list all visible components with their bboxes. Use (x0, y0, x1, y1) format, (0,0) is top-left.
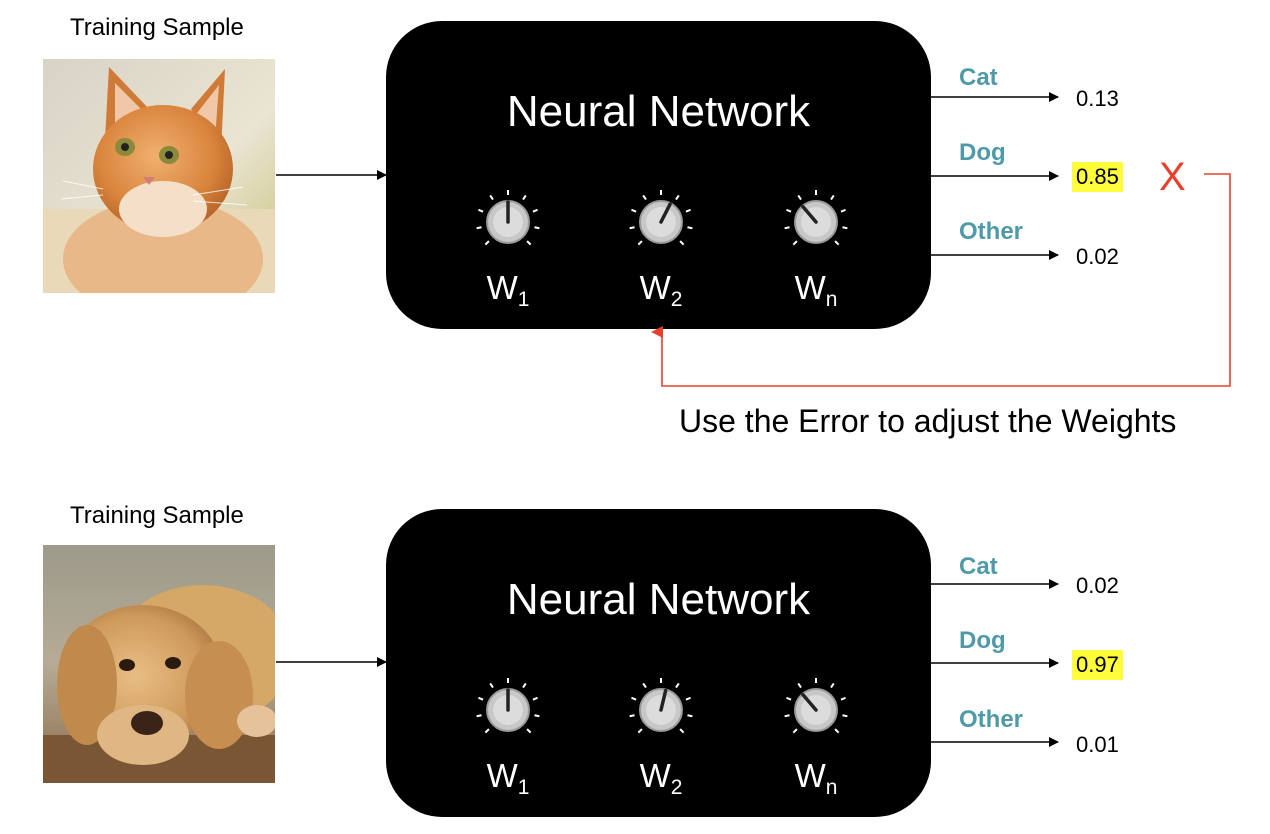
feedback-caption: Use the Error to adjust the Weights (679, 403, 1177, 439)
knob-tick (685, 696, 691, 701)
knob-tick (784, 226, 790, 230)
knob-tick (784, 714, 790, 718)
dog-photo (43, 545, 275, 783)
knob-tick (786, 696, 792, 701)
knob-tick (834, 240, 840, 246)
weight-knob-icon[interactable] (472, 186, 544, 258)
output-score-other: 0.01 (1076, 732, 1119, 757)
output-score-dog: 0.85 (1072, 162, 1123, 192)
output-label-dog: Dog (959, 627, 1006, 654)
knob-tick (484, 728, 490, 734)
knob-tick (522, 682, 527, 689)
knob-tick (476, 226, 482, 230)
weight-label-w1: W1 (486, 269, 530, 311)
knob-tick (842, 226, 848, 230)
output-score-dog: 0.97 (1072, 650, 1123, 680)
weight-label-w2: W2 (639, 757, 683, 799)
knob-tick (629, 226, 635, 230)
knob-tick (675, 682, 680, 689)
knob-tick (534, 714, 540, 718)
network-title: Neural Network (506, 87, 811, 136)
knob-tick (629, 714, 635, 718)
knob-tick (526, 728, 532, 734)
knob-tick (526, 240, 532, 246)
knob-pointer (659, 202, 672, 224)
weight-knob-icon[interactable] (472, 674, 544, 746)
weight-knob-icon[interactable] (625, 674, 697, 746)
knob-tick (797, 682, 802, 689)
error-mark-icon: X (1159, 155, 1186, 199)
knob-tick (834, 728, 840, 734)
output-label-cat: Cat (959, 553, 998, 580)
knob-tick (797, 194, 802, 201)
knob-tick (489, 194, 494, 201)
knob-tick (679, 728, 685, 734)
knob-tick (631, 208, 637, 213)
knob-tick (830, 682, 835, 689)
knob-tick (532, 208, 538, 213)
weight-knob-icon[interactable] (780, 674, 852, 746)
knob-tick (484, 240, 490, 246)
error-feedback-arrow (651, 173, 1231, 387)
knob-tick (489, 682, 494, 689)
knob-tick (478, 208, 484, 213)
knob-tick (522, 194, 527, 201)
knob-tick (476, 714, 482, 718)
knob-tick (642, 194, 647, 201)
training-sample-label: Training Sample (70, 14, 244, 41)
weight-label-w2: W2 (639, 269, 683, 311)
knob-tick (840, 208, 846, 213)
output-label-other: Other (959, 706, 1024, 733)
knob-tick (478, 696, 484, 701)
knob-tick (637, 240, 643, 246)
knob-tick (830, 194, 835, 201)
neural-network-box: Neural Network W1 W2 Wn (386, 21, 931, 329)
knob-tick (679, 240, 685, 246)
output-score-other: 0.02 (1076, 244, 1119, 269)
output-label-other: Other (959, 218, 1024, 245)
output-label-cat: Cat (959, 64, 998, 91)
knob-tick (786, 208, 792, 213)
knob-tick (675, 194, 680, 201)
knob-tick (685, 208, 691, 213)
output-label-dog: Dog (959, 139, 1006, 166)
knob-tick (792, 728, 798, 734)
weight-knob-icon[interactable] (625, 186, 697, 258)
knob-tick (631, 696, 637, 701)
knob-tick (534, 226, 540, 230)
output-score-cat: 0.13 (1076, 86, 1119, 111)
weight-label-w1: W1 (486, 757, 530, 799)
knob-tick (842, 714, 848, 718)
knob-pointer (801, 205, 818, 224)
knob-tick (637, 728, 643, 734)
weight-knob-icon[interactable] (780, 186, 852, 258)
training-sample-label: Training Sample (70, 502, 244, 529)
knob-pointer (659, 688, 668, 712)
knob-tick (687, 714, 693, 718)
weight-label-wn: Wn (794, 269, 838, 311)
neural-network-box: Neural Network W1 W2 Wn (386, 509, 931, 817)
cat-photo (43, 59, 275, 293)
weight-label-wn: Wn (794, 757, 838, 799)
knob-tick (840, 696, 846, 701)
knob-tick (642, 682, 647, 689)
output-score-cat: 0.02 (1076, 573, 1119, 598)
network-title: Neural Network (506, 575, 811, 624)
knob-tick (532, 696, 538, 701)
knob-tick (792, 240, 798, 246)
knob-pointer (801, 693, 818, 712)
knob-tick (687, 226, 693, 230)
